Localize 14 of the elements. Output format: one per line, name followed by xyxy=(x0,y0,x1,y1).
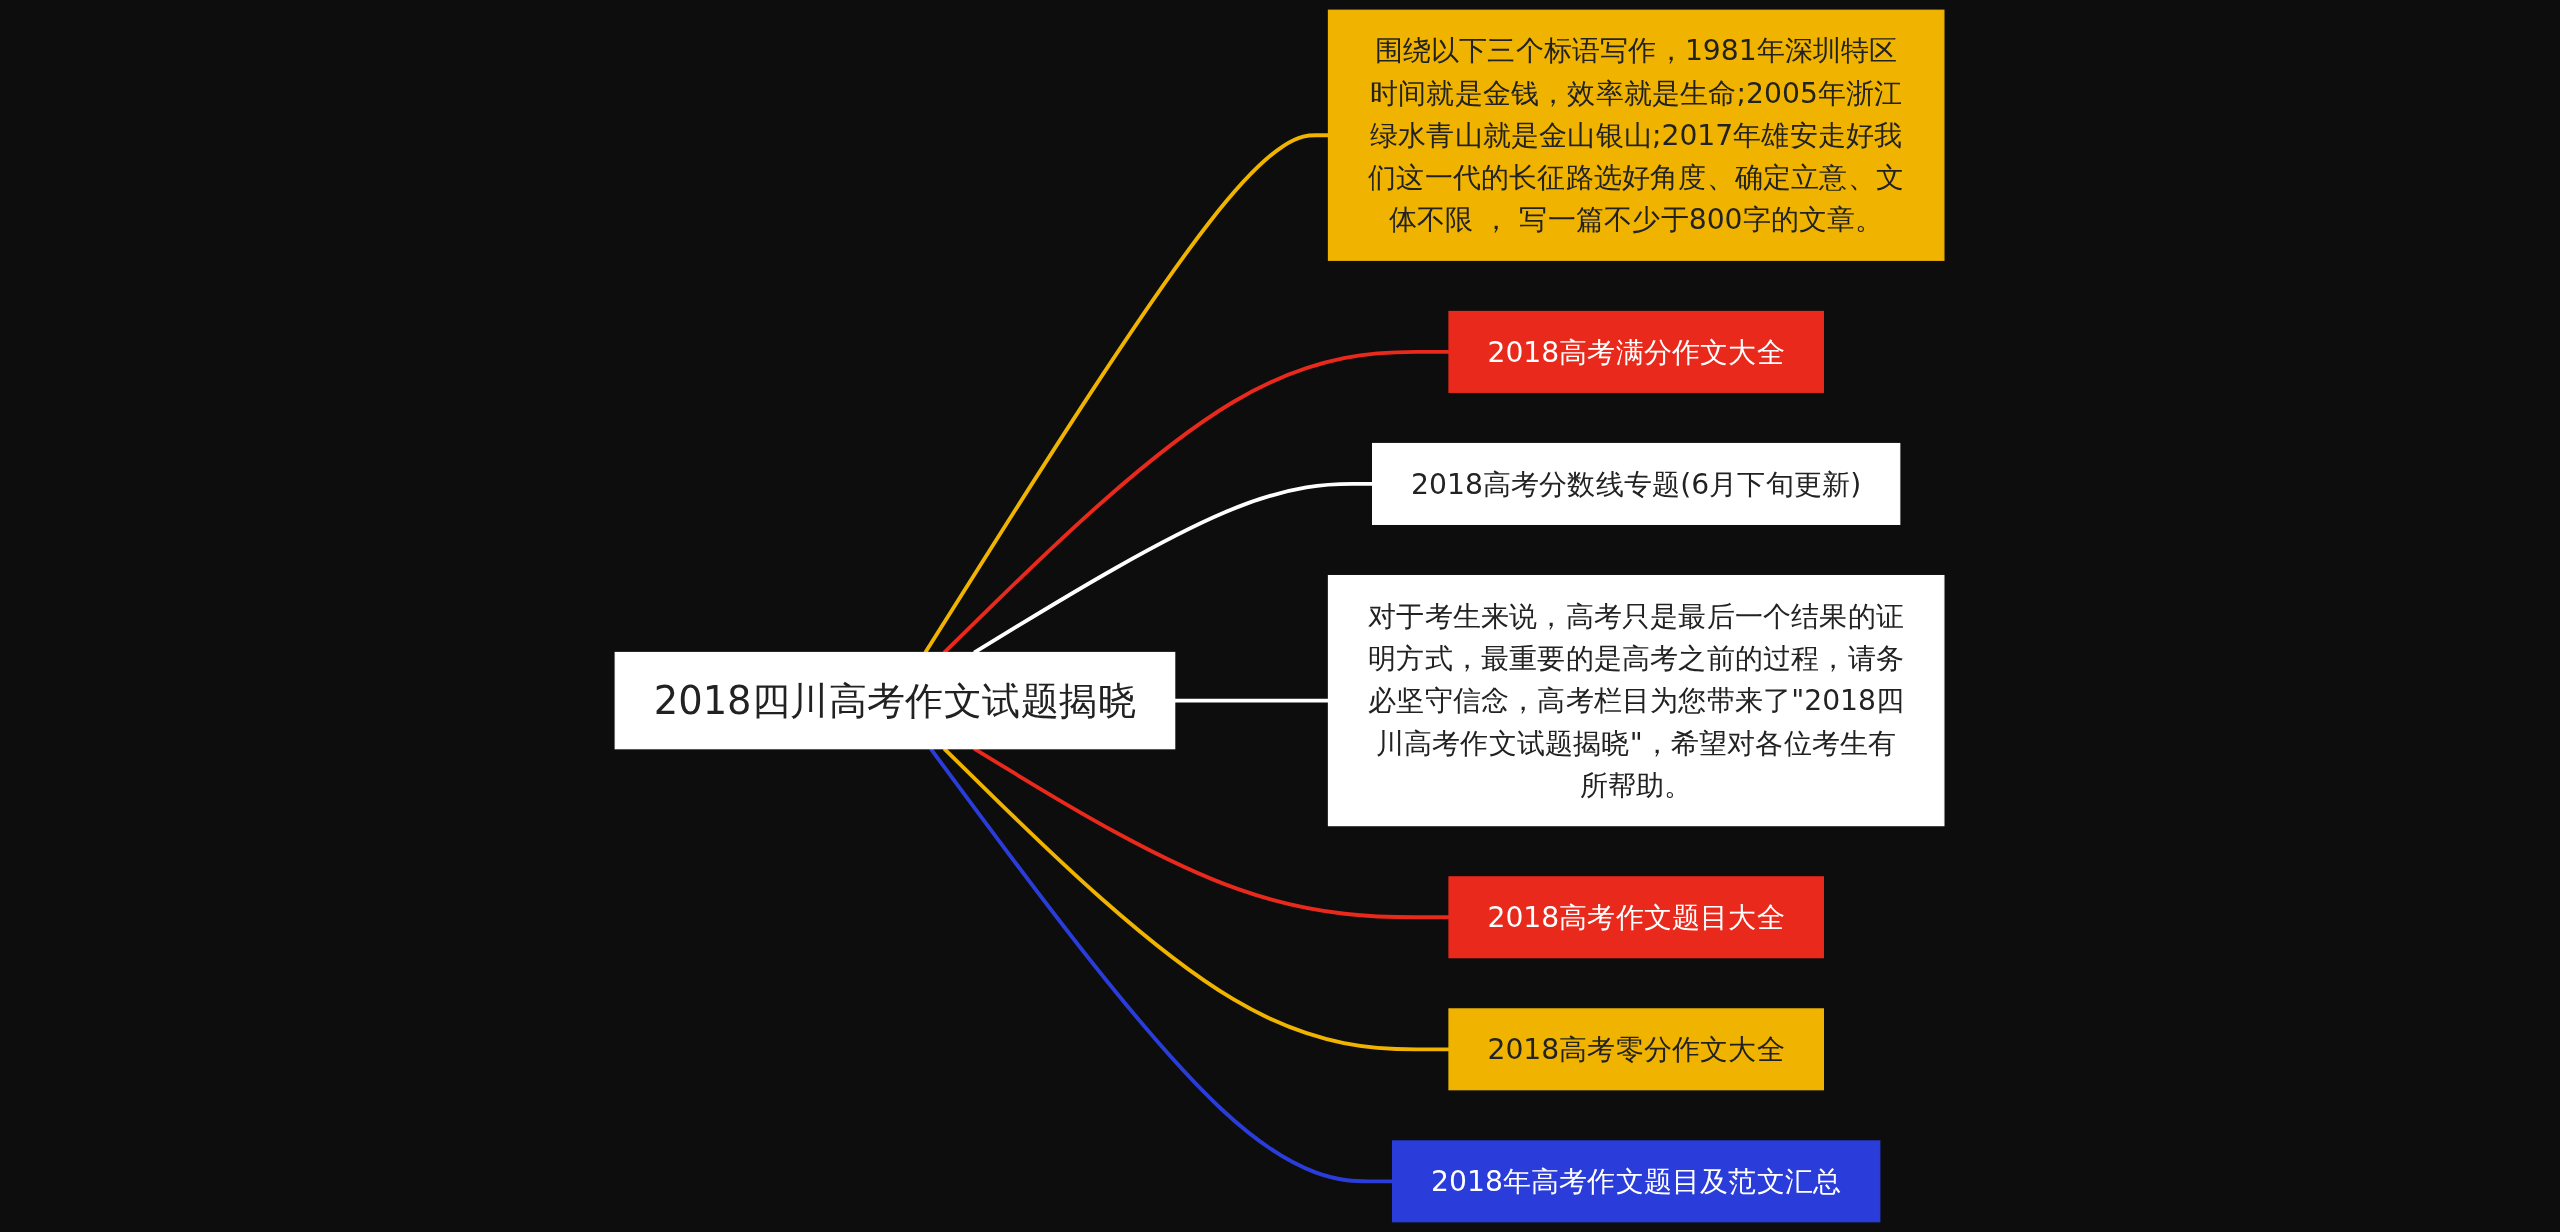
node-box: 2018年高考作文题目及范文汇总 xyxy=(1392,1140,1881,1223)
node-box: 2018高考分数线专题(6月下旬更新) xyxy=(1372,442,1901,525)
node-box: 围绕以下三个标语写作，1981年深圳特区时间就是金钱，效率就是生命;2005年浙江绿水青山就是金山银山;2017年雄安走好我们这一代的长征路选好角度、确定立意、文体不限 ， 写一篇不少于800字的文章。 xyxy=(1328,9,1945,261)
connector xyxy=(943,349,1450,654)
connector xyxy=(943,747,1450,1052)
connector xyxy=(924,133,1329,654)
node-box: 2018四川高考作文试题揭晓 xyxy=(615,651,1176,750)
connector xyxy=(973,747,1450,920)
node-box: 2018高考作文题目大全 xyxy=(1448,876,1825,959)
node-box: 2018高考零分作文大全 xyxy=(1448,1008,1825,1091)
node-box: 对于考生来说，高考只是最后一个结果的证明方式，最重要的是高考之前的过程，请务必坚守信念，高考栏目为您带来了"2018四川高考作文试题揭晓"，希望对各位考生有所帮助。 xyxy=(1328,574,1945,827)
connector xyxy=(929,747,1394,1184)
connector xyxy=(1175,698,1329,703)
node-box: 2018高考满分作文大全 xyxy=(1448,310,1825,393)
